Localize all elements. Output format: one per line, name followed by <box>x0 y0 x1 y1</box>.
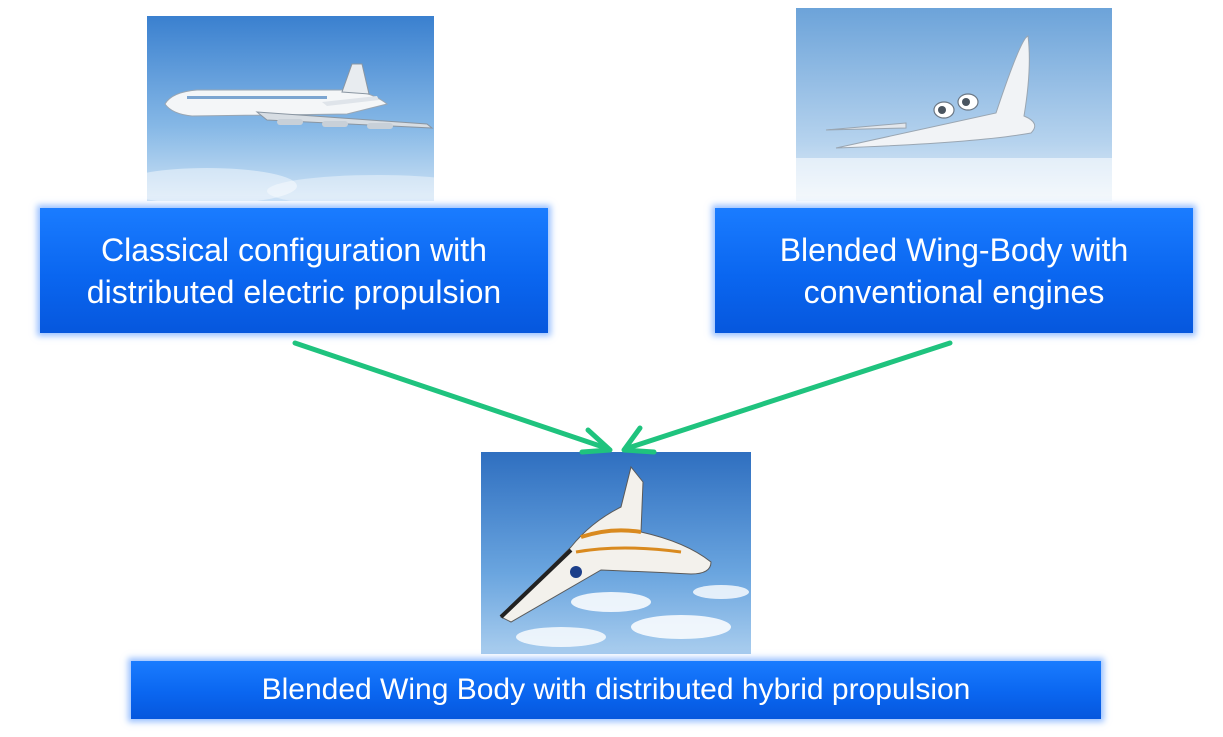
hybrid-blended-wing-body-photo <box>481 452 751 654</box>
classical-configuration-box: Classical configuration with distributed… <box>40 208 548 333</box>
hybrid-propulsion-label: Blended Wing Body with distributed hybri… <box>261 673 971 706</box>
blended-wing-body-line1: Blended Wing-Body with <box>779 231 1129 268</box>
arrow-right-head <box>621 425 657 455</box>
arrow-left-to-bottom <box>292 340 609 451</box>
hybrid-propulsion-box: Blended Wing Body with distributed hybri… <box>131 661 1101 719</box>
airliner-photo <box>147 16 434 201</box>
classical-configuration-line2: distributed electric propulsion <box>86 273 502 310</box>
blended-wing-body-line2: conventional engines <box>803 273 1105 310</box>
blended-wing-body-photo <box>796 8 1112 201</box>
arrow-right-to-bottom <box>625 340 953 451</box>
classical-configuration-line1: Classical configuration with <box>101 231 487 268</box>
blended-wing-body-box: Blended Wing-Body with conventional engi… <box>715 208 1193 333</box>
arrow-left-head <box>579 427 613 455</box>
